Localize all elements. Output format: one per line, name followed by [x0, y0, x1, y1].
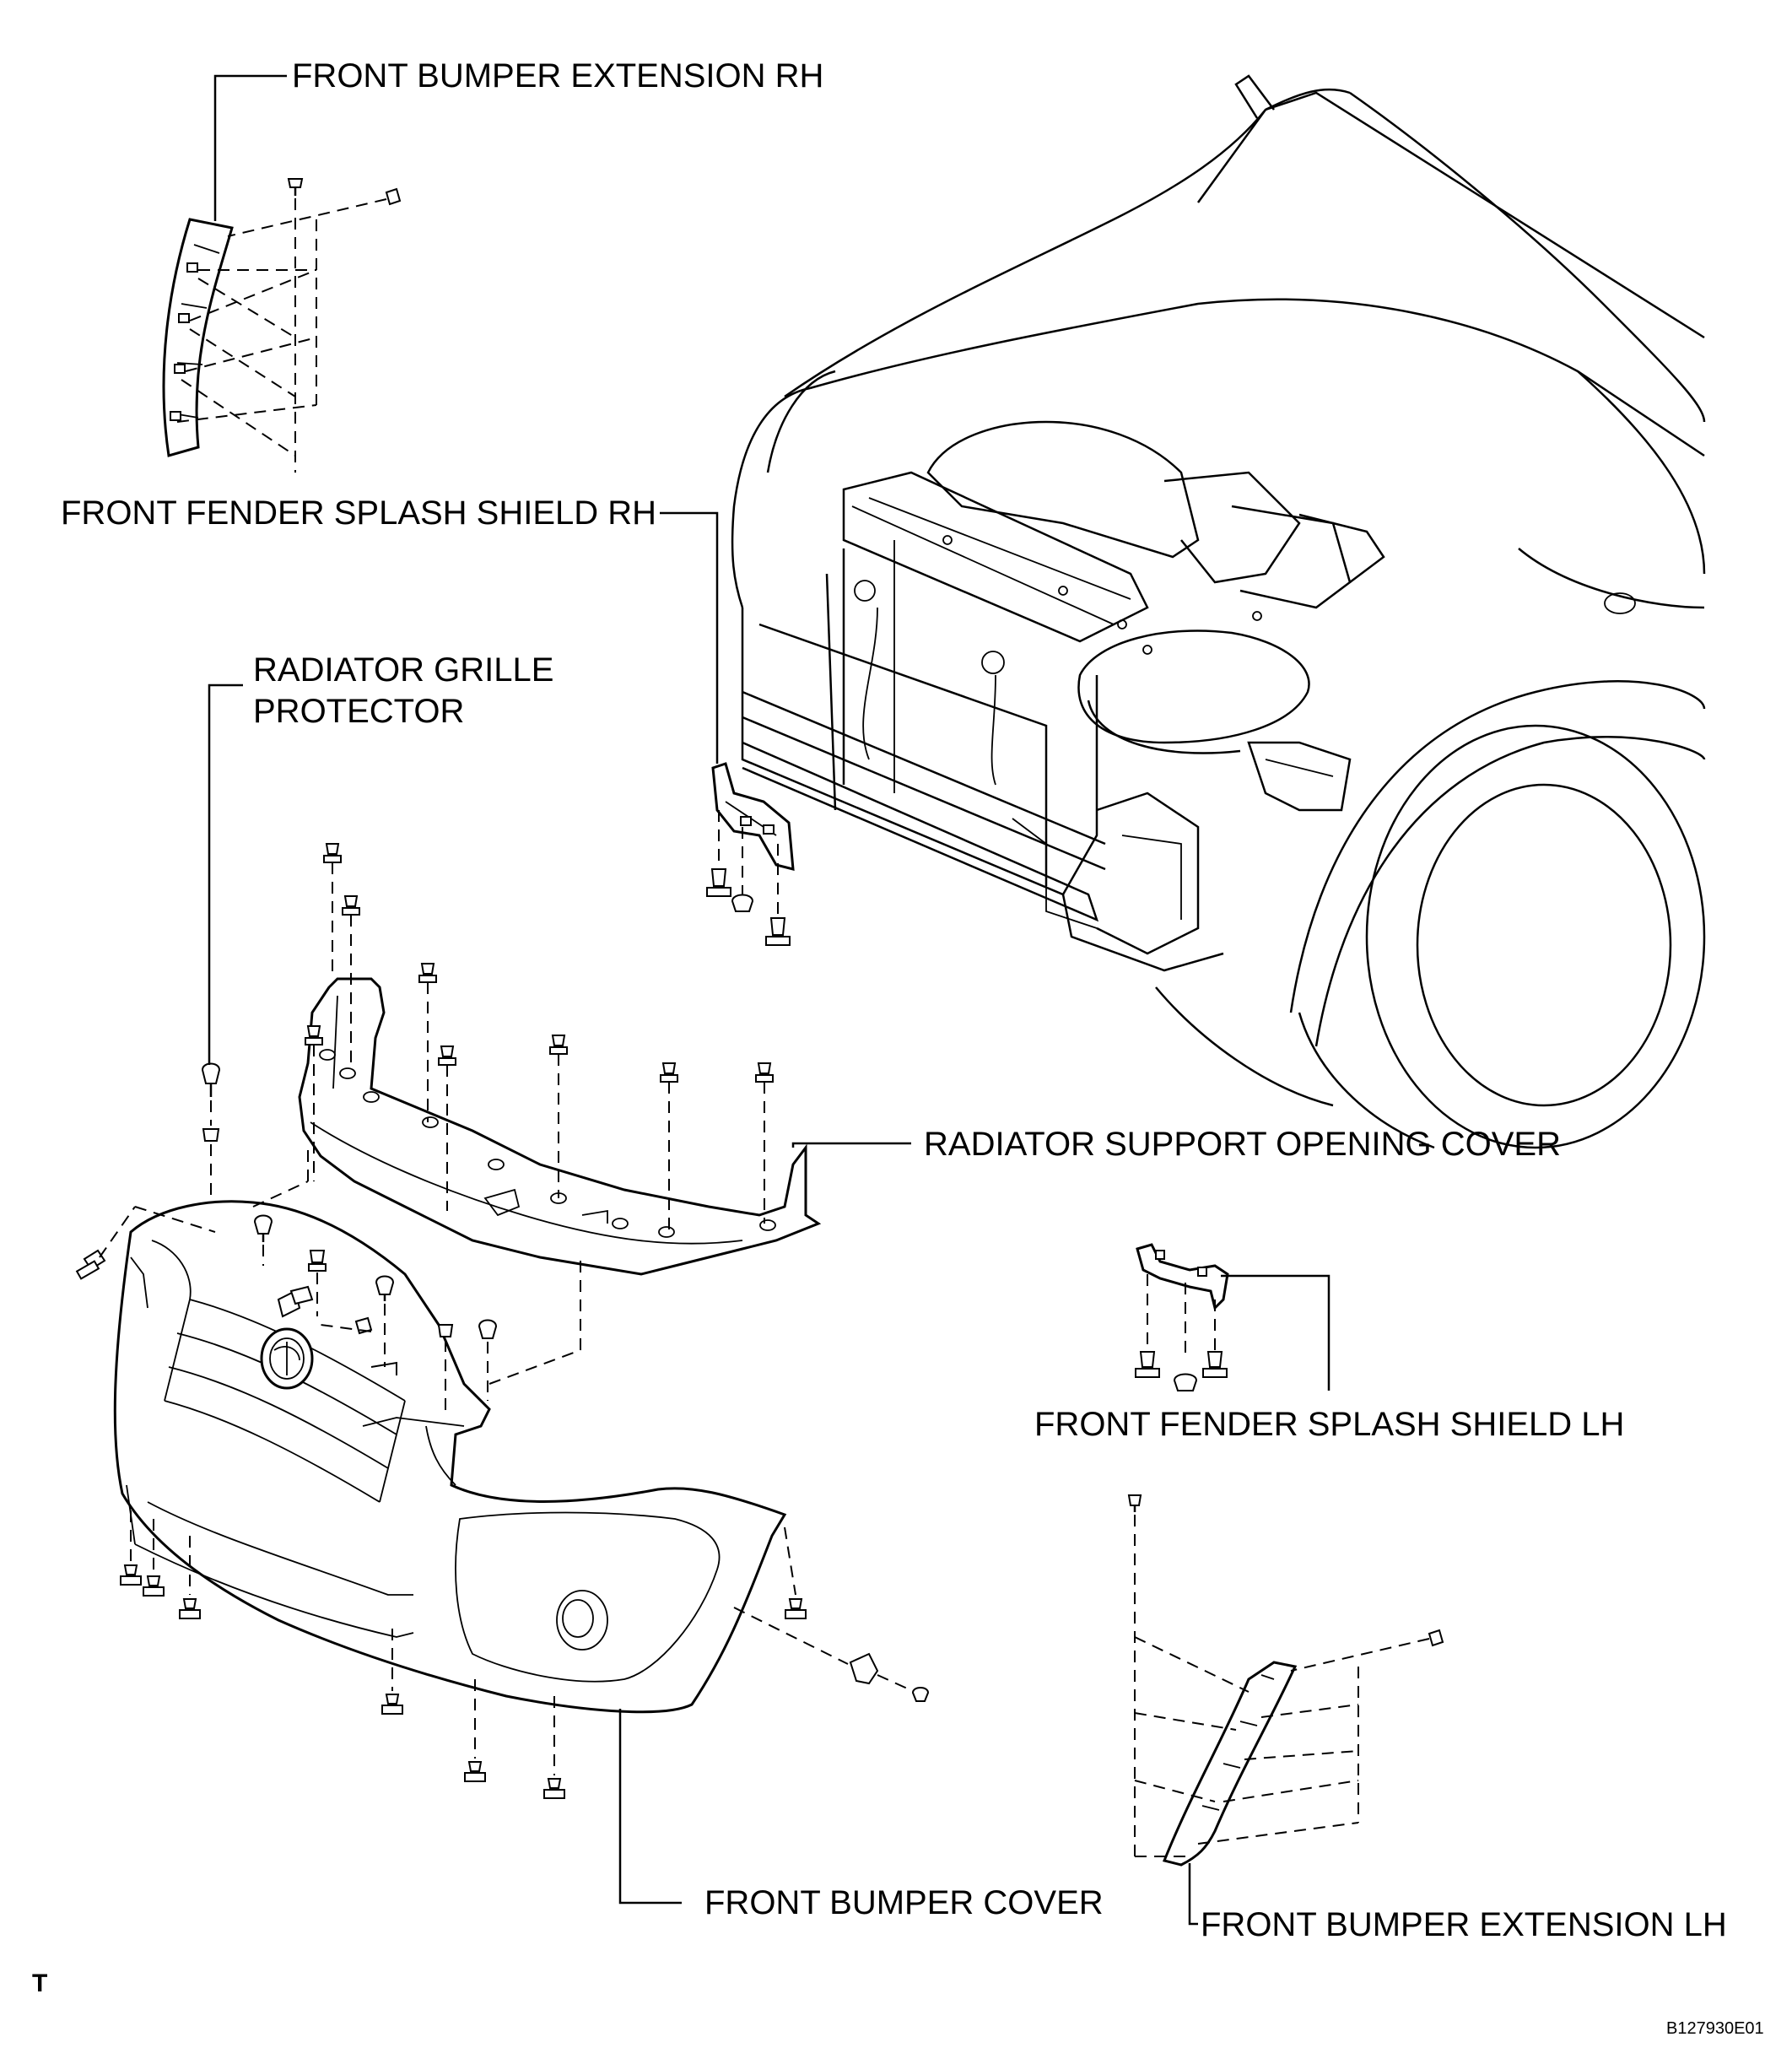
bumper-cover-fasteners [75, 1148, 930, 1799]
label-radiator-grille-protector-line2: PROTECTOR [253, 693, 464, 730]
label-front-fender-splash-shield-rh: FRONT FENDER SPLASH SHIELD RH [61, 494, 656, 532]
front-bumper-extension-lh [1162, 1661, 1298, 1867]
support-cover-fasteners [305, 843, 774, 1232]
corner-mark: T [32, 1969, 47, 1997]
figure-code: B127930E01 [1666, 2019, 1764, 2038]
label-radiator-support-opening-cover: RADIATOR SUPPORT OPENING COVER [924, 1126, 1561, 1163]
label-radiator-grille-protector-line1: RADIATOR GRILLE [253, 651, 553, 689]
leader-lines [208, 74, 1331, 1926]
front-bumper-cover [113, 1200, 787, 1714]
radiator-support-opening-cover [298, 977, 822, 1276]
splash-shield-lh-fasteners [1135, 1274, 1228, 1391]
front-bumper-extension-rh [162, 218, 234, 457]
label-front-fender-splash-shield-lh: FRONT FENDER SPLASH SHIELD LH [1034, 1406, 1624, 1443]
bumper-extension-rh-fasteners [176, 178, 402, 473]
vehicle-front-body [731, 74, 1706, 1149]
label-front-bumper-extension-lh: FRONT BUMPER EXTENSION LH [1201, 1906, 1727, 1943]
bumper-extension-lh-fasteners [1127, 1494, 1444, 1857]
front-fender-splash-shield-rh [711, 762, 795, 871]
label-front-bumper-extension-rh: FRONT BUMPER EXTENSION RH [292, 57, 823, 95]
splash-shield-rh-fasteners [706, 810, 791, 946]
label-front-bumper-cover: FRONT BUMPER COVER [704, 1884, 1104, 1921]
front-fender-splash-shield-lh [1136, 1243, 1229, 1310]
